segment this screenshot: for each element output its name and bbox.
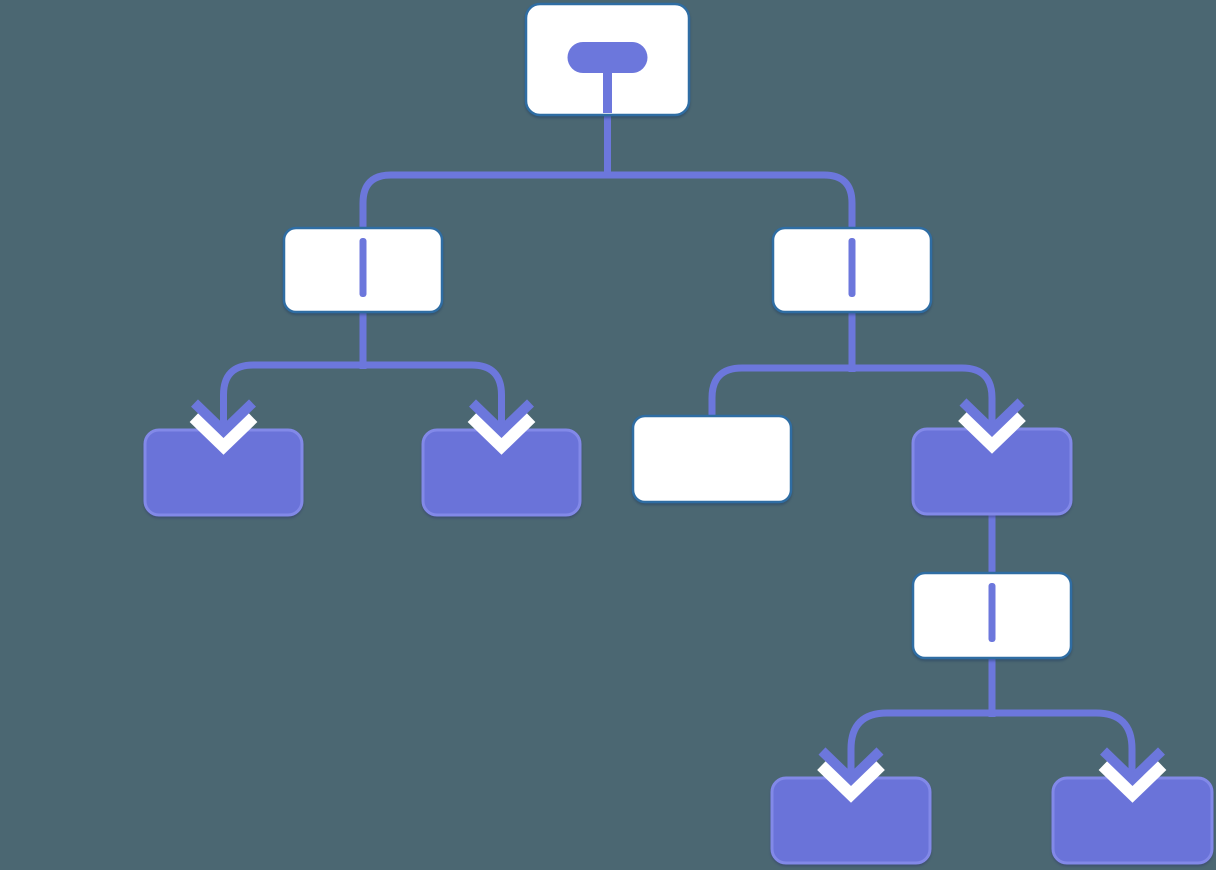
empty-node-empty-slot[interactable] [631, 414, 793, 504]
node-branch-bottom [911, 571, 1073, 660]
node-branch-left [282, 226, 444, 314]
chevron-white-icon [958, 410, 1026, 454]
double-chevron-down-icon [467, 399, 536, 455]
chevron-purple-icon [1100, 747, 1165, 786]
double-chevron-down-icon [817, 747, 885, 803]
drop-arrows [189, 398, 1167, 803]
chevron-purple-icon [469, 399, 534, 438]
node-empty-slot [631, 414, 793, 504]
chevron-purple-icon [818, 747, 884, 786]
nodes [143, 2, 1214, 865]
chevron-purple-icon [959, 398, 1025, 437]
node-branch-right [771, 226, 933, 314]
vertical-line-icon [988, 583, 996, 642]
chevron-white-icon [189, 411, 258, 455]
connector-junction-2 [220, 361, 505, 438]
connectors [220, 113, 1136, 786]
node-root [524, 2, 691, 117]
root-pill-icon [567, 42, 648, 113]
vertical-line-icon [359, 238, 367, 297]
connector-junction-4 [847, 709, 1136, 786]
double-chevron-down-icon [1098, 747, 1167, 803]
chevron-purple-icon [191, 399, 256, 438]
vertical-line-icon [848, 238, 856, 297]
chevron-white-icon [467, 411, 536, 455]
connector-junction-1 [359, 171, 856, 228]
chevron-white-icon [1098, 759, 1167, 803]
connector-junction-3 [708, 364, 996, 437]
double-chevron-down-icon [189, 399, 258, 455]
chevron-white-icon [817, 759, 885, 803]
double-chevron-down-icon [958, 398, 1026, 454]
